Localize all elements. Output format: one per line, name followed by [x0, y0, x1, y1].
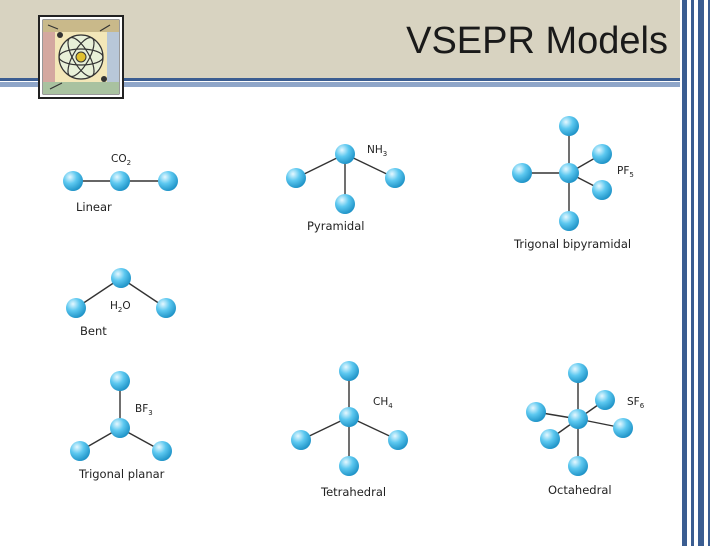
atom [339, 361, 359, 381]
molecule-bent: H2O Bent [66, 268, 176, 338]
atom [110, 418, 130, 438]
atom [339, 407, 359, 427]
atom [512, 163, 532, 183]
atom [66, 298, 86, 318]
atom [339, 456, 359, 476]
formula-pf5: PF5 [617, 165, 634, 179]
atom [335, 144, 355, 164]
shape-label-pyramidal: Pyramidal [307, 219, 364, 233]
atom [291, 430, 311, 450]
atom [385, 168, 405, 188]
molecule-trigonal-bipyramidal: PF5 Trigonal bipyramidal [512, 116, 634, 251]
atom [592, 144, 612, 164]
atom [595, 390, 615, 410]
shape-label-bent: Bent [80, 324, 107, 338]
atom [152, 441, 172, 461]
shape-label-trigonal-bipyramidal: Trigonal bipyramidal [513, 237, 631, 251]
atom [568, 363, 588, 383]
molecule-octahedral: SF6 Octahedral [526, 363, 645, 497]
molecule-pyramidal: NH3 Pyramidal [286, 144, 405, 233]
atom [568, 456, 588, 476]
atom [559, 211, 579, 231]
atom [388, 430, 408, 450]
molecule-tetrahedral: CH4 Tetrahedral [291, 361, 408, 499]
shape-label-trigonal-planar: Trigonal planar [78, 467, 165, 481]
atom [63, 171, 83, 191]
formula-sf6: SF6 [627, 396, 645, 410]
atom [110, 371, 130, 391]
shape-label-octahedral: Octahedral [548, 483, 612, 497]
atom [70, 441, 90, 461]
molecule-trigonal-planar: BF3 Trigonal planar [70, 371, 172, 481]
atom [111, 268, 131, 288]
atom [156, 298, 176, 318]
atom [526, 402, 546, 422]
atom [568, 409, 588, 429]
formula-nh3: NH3 [367, 144, 387, 158]
atom [613, 418, 633, 438]
formula-ch4: CH4 [373, 396, 393, 410]
atom [559, 163, 579, 183]
atom [540, 429, 560, 449]
molecule-linear: CO2 Linear [63, 153, 178, 214]
formula-co2: CO2 [111, 153, 131, 167]
atom [158, 171, 178, 191]
shape-label-linear: Linear [76, 200, 112, 214]
atom-collage-logo-icon [38, 15, 124, 99]
formula-h2o: H2O [110, 300, 131, 314]
atom [110, 171, 130, 191]
slide-title: VSEPR Models [406, 20, 668, 62]
shape-label-tetrahedral: Tetrahedral [320, 485, 386, 499]
side-decoration [680, 0, 728, 546]
atom [335, 194, 355, 214]
atom [286, 168, 306, 188]
atom [592, 180, 612, 200]
atom [559, 116, 579, 136]
formula-bf3: BF3 [135, 403, 153, 417]
